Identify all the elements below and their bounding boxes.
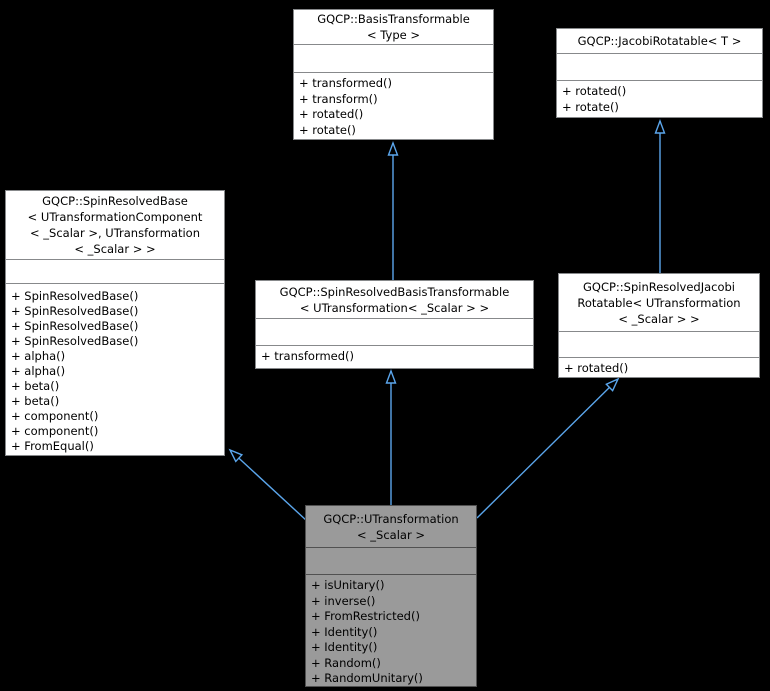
class-box-u-transformation: GQCP::UTransformation < _Scalar > + isUn…: [305, 505, 477, 687]
method-item: + rotate(): [299, 122, 356, 137]
class-title: GQCP::SpinResolvedBase < UTransformation…: [6, 191, 224, 260]
inheritance-arrow-ut-to-srjr: [476, 379, 618, 519]
inheritance-arrow-ut-to-srb: [230, 450, 308, 522]
method-item: + Identity(): [311, 624, 378, 639]
method-item: + transformed(): [299, 76, 393, 90]
method-item: + beta(): [11, 394, 60, 408]
method-item: + beta(): [11, 379, 60, 393]
class-fields-section: [294, 45, 493, 73]
class-fields-section: [559, 332, 759, 358]
method-item: + transform(): [299, 91, 378, 106]
method-item: + rotate(): [562, 99, 619, 114]
class-fields-section: [557, 54, 762, 81]
method-item: + isUnitary(): [311, 578, 385, 592]
method-item: + SpinResolvedBase(): [11, 304, 139, 318]
method-item: + rotated(): [299, 107, 364, 121]
class-methods-section: + transformed() + transform() + rotated(…: [294, 73, 493, 139]
method-item: + FromEqual(): [11, 439, 94, 453]
method-item: + transformed(): [261, 349, 355, 363]
method-item: + component(): [11, 424, 99, 438]
method-item: + SpinResolvedBase(): [11, 319, 139, 333]
method-item: + alpha(): [11, 364, 66, 378]
method-item: + rotated(): [564, 361, 629, 375]
class-box-spin-resolved-base[interactable]: GQCP::SpinResolvedBase < UTransformation…: [5, 190, 225, 456]
class-fields-section: [256, 319, 533, 346]
class-methods-section: + rotated() + rotate(): [557, 81, 762, 117]
method-item: + Identity(): [311, 640, 378, 654]
method-item: + FromRestricted(): [311, 609, 420, 623]
class-methods-section: + transformed(): [256, 346, 533, 368]
class-box-spin-resolved-basis-transformable[interactable]: GQCP::SpinResolvedBasisTransformable < U…: [255, 280, 534, 369]
method-item: + SpinResolvedBase(): [11, 289, 139, 303]
class-fields-section: [6, 260, 224, 284]
class-methods-section: + isUnitary() + inverse() + FromRestrict…: [306, 575, 476, 686]
method-item: + rotated(): [562, 84, 627, 98]
class-title: GQCP::UTransformation < _Scalar >: [306, 506, 476, 548]
class-title: GQCP::SpinResolvedBasisTransformable < U…: [256, 281, 533, 319]
class-box-jacobi-rotatable[interactable]: GQCP::JacobiRotatable< T > + rotated() +…: [556, 28, 763, 118]
method-item: + RandomUnitary(): [311, 671, 423, 685]
method-item: + inverse(): [311, 593, 376, 608]
method-item: + Random(): [311, 655, 381, 670]
class-fields-section: [306, 548, 476, 575]
method-item: + alpha(): [11, 349, 66, 363]
class-box-spin-resolved-jacobi-rotatable[interactable]: GQCP::SpinResolvedJacobi Rotatable< UTra…: [558, 273, 760, 378]
class-title: GQCP::SpinResolvedJacobi Rotatable< UTra…: [559, 274, 759, 332]
class-methods-section: + rotated(): [559, 358, 759, 377]
class-box-basis-transformable[interactable]: GQCP::BasisTransformable < Type > + tran…: [293, 9, 494, 140]
class-methods-section: + SpinResolvedBase() + SpinResolvedBase(…: [6, 284, 224, 455]
method-item: + component(): [11, 409, 99, 423]
class-title: GQCP::BasisTransformable < Type >: [294, 10, 493, 45]
class-title: GQCP::JacobiRotatable< T >: [557, 29, 762, 54]
method-item: + SpinResolvedBase(): [11, 334, 139, 348]
